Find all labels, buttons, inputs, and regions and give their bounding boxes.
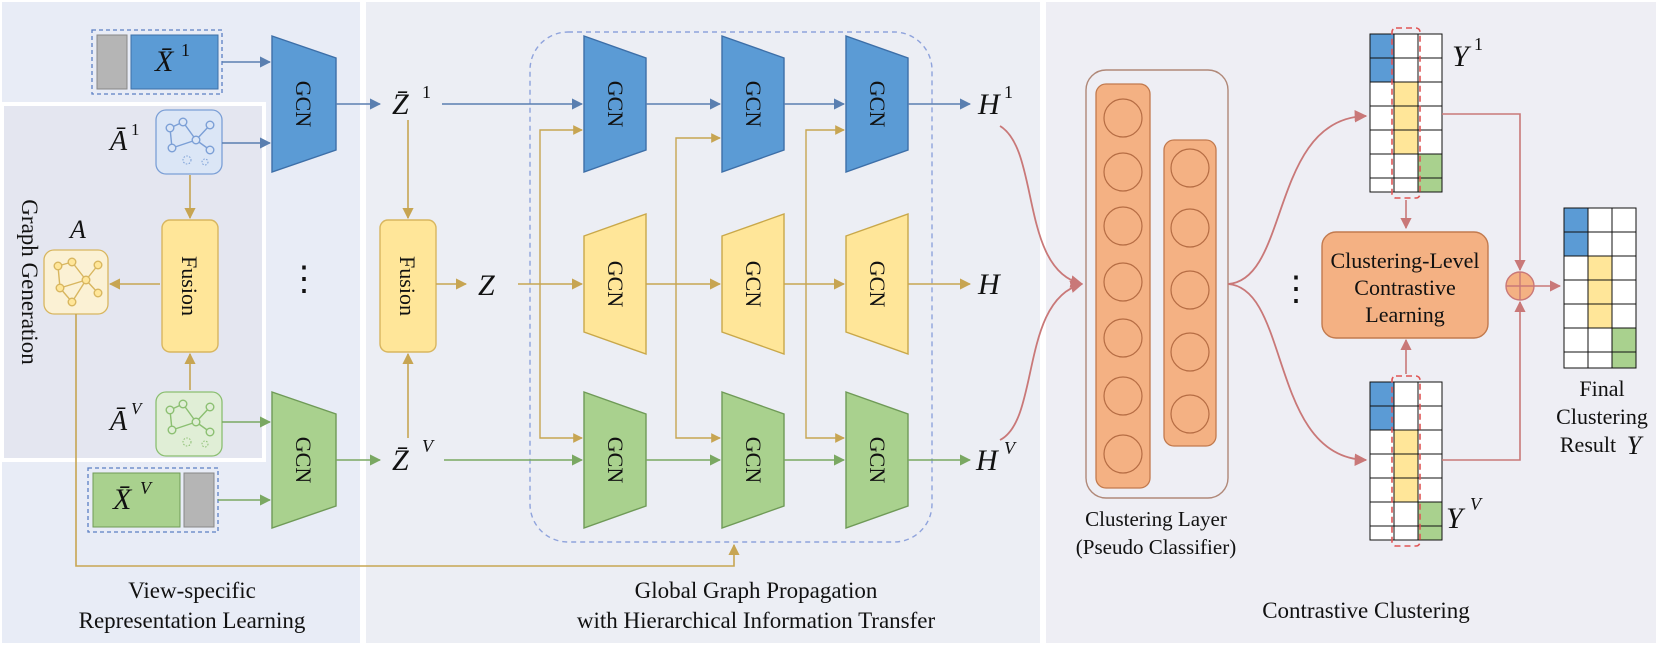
z1-label-sup: 1 xyxy=(422,82,431,102)
gcn-mid-green-2: GCN xyxy=(721,391,785,529)
a1-label-sup: 1 xyxy=(131,120,140,139)
x1-label: X̄ xyxy=(154,45,175,78)
graph-generation-label: Graph Generation xyxy=(17,199,42,365)
a-label: A xyxy=(68,215,86,244)
gcn-left-blue: GCN xyxy=(271,35,337,173)
clustering-level-contrastive-box xyxy=(1321,231,1489,339)
gcn-mid-blue-2: GCN xyxy=(721,35,785,173)
z-label: Z xyxy=(478,269,495,302)
zv-label-sup: V xyxy=(422,436,435,456)
fusion-left-label: Fusion xyxy=(177,256,202,316)
svg-text:GCN: GCN xyxy=(603,261,628,308)
svg-text:GCN: GCN xyxy=(603,81,628,128)
yv-matrix xyxy=(1369,381,1443,541)
hv-label: H xyxy=(975,444,1000,477)
y1-column-highlight xyxy=(1391,27,1421,199)
y1-label-sup: 1 xyxy=(1474,34,1483,54)
svg-text:GCN: GCN xyxy=(741,261,766,308)
contrastive-label-2: Contrastive xyxy=(1354,275,1455,300)
svg-text:GCN: GCN xyxy=(741,437,766,484)
a1-graph-icon xyxy=(155,109,223,175)
oplus-icon xyxy=(1505,271,1535,301)
av-label: Ā xyxy=(108,406,128,437)
svg-text:GCN: GCN xyxy=(291,437,316,484)
yv-column-highlight xyxy=(1391,375,1421,547)
gcn-mid-green-3: GCN xyxy=(845,391,909,529)
contrastive-label-3: Learning xyxy=(1365,302,1444,327)
a1-label: Ā xyxy=(108,126,128,157)
svg-text:GCN: GCN xyxy=(603,437,628,484)
yv-label-sup: V xyxy=(1470,494,1483,514)
a-graph-icon xyxy=(43,249,109,315)
middle-panel-title-1: Global Graph Propagation xyxy=(635,578,878,603)
gcn-mid-blue-1: GCN xyxy=(583,35,647,173)
x1-gray-block xyxy=(96,34,128,90)
middle-panel-title-2: with Hierarchical Information Transfer xyxy=(577,608,936,633)
gcn-mid-yellow-2: GCN xyxy=(721,213,785,355)
fusion-left xyxy=(161,219,219,353)
zv-label: Z̄ xyxy=(392,444,409,477)
yv-label: Y xyxy=(1446,502,1466,535)
clustering-neurons-1 xyxy=(1103,98,1143,474)
left-panel-title-1: View-specific xyxy=(128,578,256,603)
gcn-mid-green-1: GCN xyxy=(583,391,647,529)
h-label: H xyxy=(977,268,1002,301)
gcn-left-green: GCN xyxy=(271,391,337,529)
panel-middle xyxy=(366,2,1040,643)
xv-label: X̄ xyxy=(112,483,133,516)
z1-label: Z̄ xyxy=(392,88,409,121)
final-result-y: Y xyxy=(1627,431,1644,460)
svg-text:GCN: GCN xyxy=(291,81,316,128)
left-vertical-dots: ⋮ xyxy=(287,261,321,298)
right-panel-title: Contrastive Clustering xyxy=(1262,598,1470,623)
y1-matrix xyxy=(1369,33,1443,193)
gcn-mid-yellow-1: GCN xyxy=(583,213,647,355)
contrastive-label-1: Clustering-Level xyxy=(1330,248,1479,273)
h1-label: H xyxy=(977,88,1002,121)
svg-text:GCN: GCN xyxy=(741,81,766,128)
gcn-mid-blue-3: GCN xyxy=(845,35,909,173)
clustering-layer-label-1: Clustering Layer xyxy=(1085,507,1227,531)
clustering-neurons-2 xyxy=(1170,148,1210,434)
left-panel-title-2: Representation Learning xyxy=(79,608,306,633)
xv-gray-block xyxy=(183,472,215,528)
clustering-layer-label-2: (Pseudo Classifier) xyxy=(1076,535,1236,559)
final-result-label-3: Result xyxy=(1560,432,1616,457)
final-result-label-1: Final xyxy=(1579,376,1624,401)
xv-green-block xyxy=(92,472,181,528)
right-vertical-dots: ⋮ xyxy=(1279,271,1313,308)
final-result-label-2: Clustering xyxy=(1556,404,1648,429)
hv-label-sup: V xyxy=(1004,438,1017,458)
final-result-matrix xyxy=(1563,207,1637,369)
xv-label-sup: V xyxy=(140,478,153,498)
y1-label: Y xyxy=(1452,40,1472,73)
h1-label-sup: 1 xyxy=(1004,82,1013,102)
gcn-mid-yellow-3: GCN xyxy=(845,213,909,355)
svg-text:GCN: GCN xyxy=(865,437,890,484)
global-propagation-box xyxy=(529,31,933,543)
av-graph-icon xyxy=(155,391,223,457)
x1-blue-block xyxy=(130,34,219,90)
fusion-middle xyxy=(379,219,437,353)
fusion-middle-label: Fusion xyxy=(395,256,420,316)
x1-label-sup: 1 xyxy=(181,40,190,60)
svg-text:GCN: GCN xyxy=(865,261,890,308)
svg-text:GCN: GCN xyxy=(865,81,890,128)
av-label-sup: V xyxy=(131,399,144,418)
